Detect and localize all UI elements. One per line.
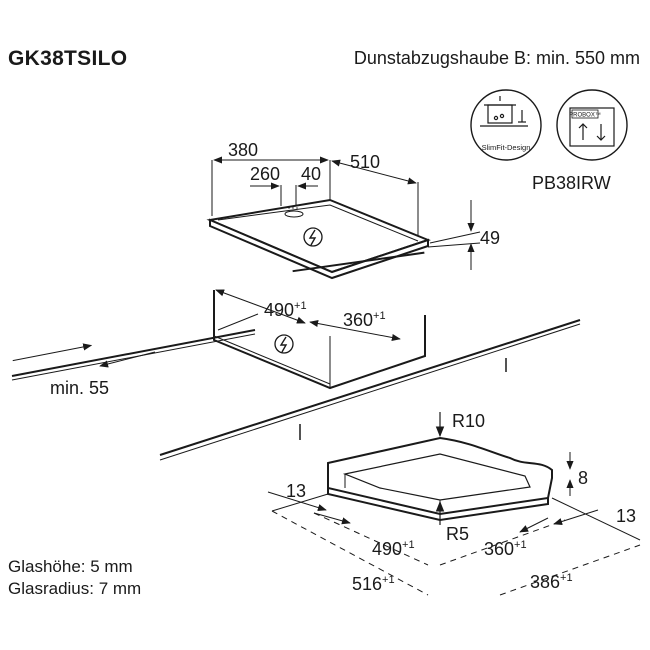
inner-depth-label: 360+1 — [484, 539, 527, 559]
probox-frame-icon — [569, 107, 615, 147]
hob-zone-offset-label: 260 — [250, 164, 280, 184]
hob-height-label: 49 — [480, 228, 500, 248]
right-margin-label: 13 — [616, 506, 636, 526]
slimfit-pot-icon — [480, 96, 528, 127]
probox-arrows-icon — [578, 123, 606, 141]
probox-badge: PROBOX™ — [556, 89, 628, 161]
cutout-electric-symbol-icon — [274, 334, 294, 354]
cutout-min-edge-label: min. 55 — [50, 378, 109, 398]
left-margin-label: 13 — [286, 481, 306, 501]
hob-drawing: 380 510 260 40 49 — [206, 140, 500, 280]
outer-radius-label: R10 — [452, 411, 485, 431]
hob-width-label: 380 — [228, 140, 258, 160]
cutout-width-label: 490+1 — [264, 300, 307, 320]
outer-depth-label: 386+1 — [530, 572, 573, 592]
slimfit-design-badge: SlimFit-Design — [470, 89, 542, 161]
slimfit-badge-label: SlimFit-Design — [482, 143, 531, 152]
frame-height-label: 8 — [578, 468, 588, 488]
probox-model-label: PB38IRW — [532, 173, 611, 193]
inner-width-label: 490+1 — [372, 539, 415, 559]
hob-zone-gap-label: 40 — [301, 164, 321, 184]
model-title: GK38TSILO — [8, 47, 128, 70]
hob-depth-label: 510 — [350, 152, 380, 172]
probox-badge-label: PROBOX™ — [569, 112, 601, 119]
outer-width-label: 516+1 — [352, 574, 395, 594]
inner-radius-label: R5 — [446, 524, 469, 544]
glass-radius-note: Glasradius: 7 mm — [8, 579, 142, 598]
hood-distance-note: Dunstabzugshaube B: min. 550 mm — [353, 48, 640, 68]
hob-electric-symbol-icon — [303, 227, 323, 247]
hob-zone-marker — [284, 210, 304, 218]
frame-detail-drawing: R10 R5 8 13 13 490+1 360+1 516+1 386+1 — [267, 411, 641, 596]
cutout-depth-label: 360+1 — [343, 310, 386, 330]
glass-height-note: Glashöhe: 5 mm — [8, 557, 133, 576]
worktop-cutout-drawing: 490+1 360+1 min. 55 — [11, 251, 581, 461]
